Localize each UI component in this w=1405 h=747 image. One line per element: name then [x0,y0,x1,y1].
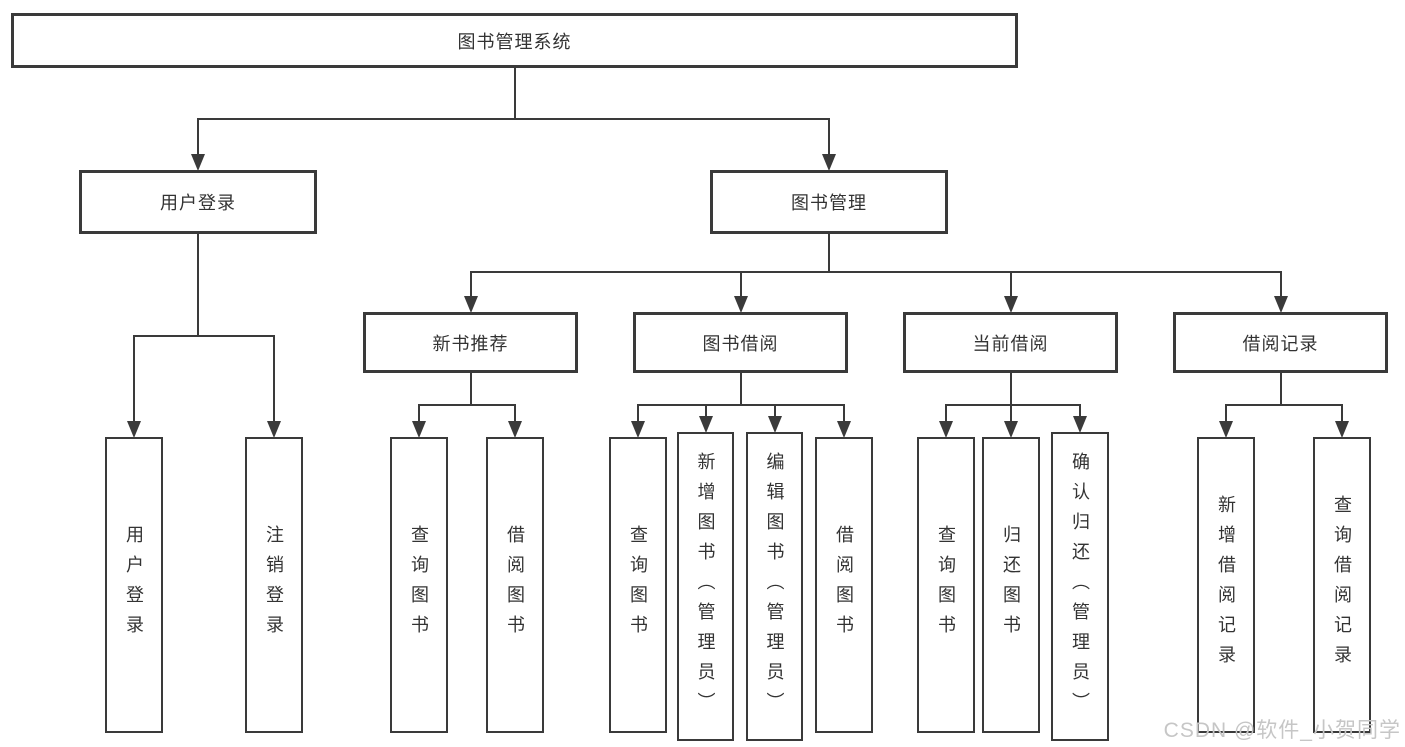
node-label: 编辑图书（管理员） [764,451,785,722]
connector-line [197,118,199,155]
node-borrow-books-recommend: 借阅图书 [486,437,544,733]
node-label: 查询图书 [628,525,648,645]
arrow-down-icon [1219,421,1233,438]
connector-line [469,373,472,404]
connector-line [1225,404,1227,422]
arrow-down-icon [631,421,645,438]
node-label: 用户登录 [160,193,236,213]
connector-line [637,404,639,422]
node-edit-books-admin: 编辑图书（管理员） [746,432,803,741]
node-borrowing-records: 借阅记录 [1173,312,1388,373]
connector-line [773,404,776,417]
connector-line [945,404,947,422]
node-label: 新增借阅记录 [1216,495,1236,675]
arrow-down-icon [837,421,851,438]
arrow-down-icon [267,421,281,438]
connector-line [828,118,830,155]
arrow-down-icon [508,421,522,438]
connector-line [133,335,275,337]
arrow-down-icon [698,416,713,433]
connector-line [1279,271,1282,297]
connector-line [1341,404,1343,422]
node-label: 图书管理系统 [457,31,572,52]
arrow-down-icon [127,421,141,438]
connector-line [273,335,275,422]
node-new-book-recommend: 新书推荐 [363,312,578,373]
node-return-books: 归还图书 [982,437,1040,733]
node-label: 用户登录 [124,525,144,645]
node-add-borrow-record: 新增借阅记录 [1197,437,1255,733]
connector-line [1009,271,1012,297]
connector-line [1225,404,1343,406]
arrow-down-icon [412,421,426,438]
connector-line [197,234,199,335]
connector-line [1079,404,1081,417]
node-query-books-current: 查询图书 [917,437,975,733]
node-label: 借阅图书 [834,525,854,645]
watermark: CSDN @软件_小贺同学 [1163,719,1401,742]
arrow-down-icon [1004,421,1018,438]
node-user-login-module: 用户登录 [79,170,317,234]
arrow-down-icon [822,154,836,171]
node-borrow-books-borrowing: 借阅图书 [815,437,873,733]
node-library-management-system: 图书管理系统 [11,13,1018,68]
node-label: 归还图书 [1001,525,1021,645]
connector-line [514,404,516,422]
node-label: 借阅图书 [505,525,525,645]
arrow-down-icon [191,154,205,171]
connector-line [739,373,742,404]
connector-line [704,404,707,417]
connector-line [197,118,830,120]
node-user-login: 用户登录 [105,437,163,733]
connector-line [133,335,135,422]
node-label: 当前借阅 [972,333,1049,354]
node-book-management-module: 图书管理 [710,170,948,234]
node-label: 图书借阅 [702,333,779,354]
node-label: 借阅记录 [1242,333,1319,354]
node-query-borrow-record: 查询借阅记录 [1313,437,1371,733]
connector-line [739,271,742,297]
connector-line [828,234,830,271]
connector-line [1009,373,1012,404]
arrow-down-icon [1003,296,1018,313]
connector-line [637,404,845,406]
arrow-down-icon [767,416,782,433]
connector-line [469,271,1282,273]
connector-line [418,404,420,422]
arrow-down-icon [939,421,953,438]
node-label: 新书推荐 [432,333,509,354]
node-query-books-recommend: 查询图书 [390,437,448,733]
node-add-books-admin: 新增图书（管理员） [677,432,734,741]
connector-line [1279,373,1282,404]
arrow-down-icon [1273,296,1288,313]
node-book-borrowing: 图书借阅 [633,312,848,373]
node-label: 确认归还（管理员） [1070,451,1090,722]
node-label: 查询借阅记录 [1332,495,1352,675]
arrow-down-icon [733,296,748,313]
connector-line [843,404,845,422]
node-logout: 注销登录 [245,437,303,733]
connector-line [1010,404,1012,422]
node-label: 新增图书（管理员） [695,451,716,722]
node-current-borrowing: 当前借阅 [903,312,1118,373]
node-label: 查询图书 [409,525,429,645]
connector-line [469,271,472,297]
node-label: 查询图书 [936,525,956,645]
node-query-books-borrowing: 查询图书 [609,437,667,733]
connector-line [513,68,516,118]
node-label: 图书管理 [791,193,867,213]
node-label: 注销登录 [264,525,284,645]
connector-line [418,404,516,406]
arrow-down-icon [463,296,478,313]
arrow-down-icon [1335,421,1349,438]
node-confirm-return-admin: 确认归还（管理员） [1051,432,1109,741]
connector-line [945,404,1081,406]
arrow-down-icon [1073,416,1087,433]
